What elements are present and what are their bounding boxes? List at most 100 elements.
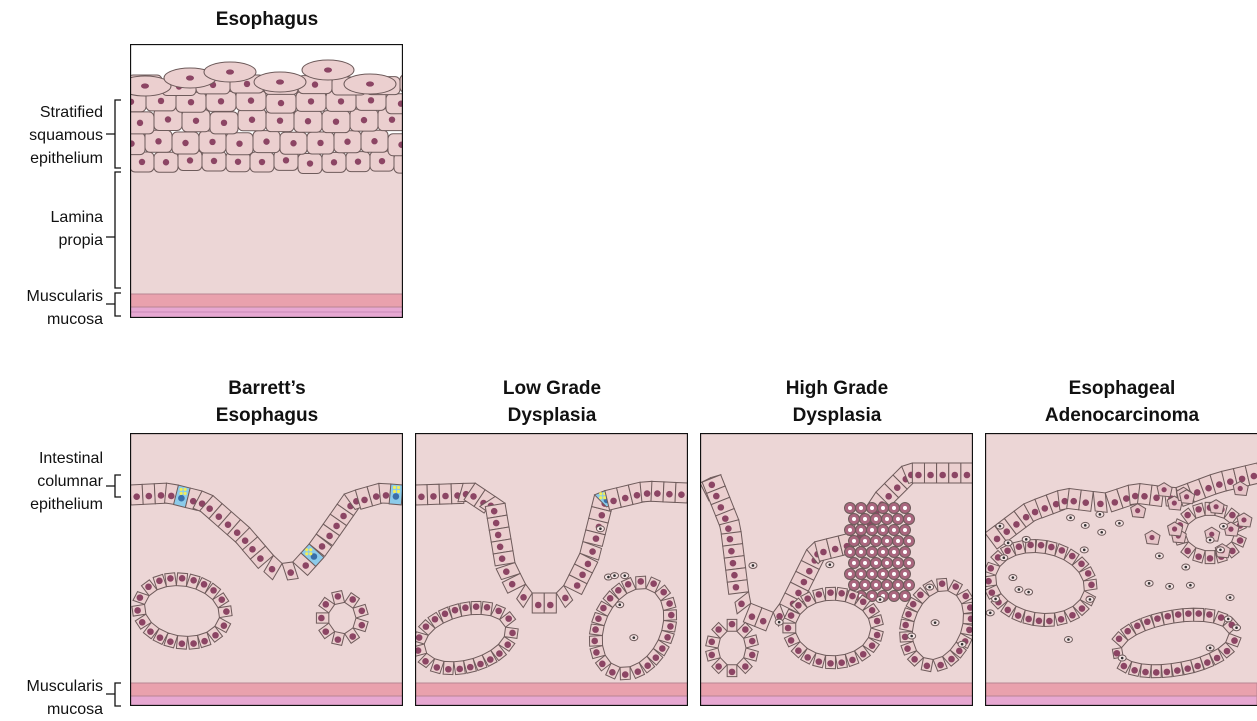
cell-nucleus <box>1002 556 1005 559</box>
cell-nucleus <box>863 583 867 587</box>
cell-nucleus <box>1097 501 1104 508</box>
cell-nucleus <box>874 539 878 543</box>
cell-nucleus <box>896 539 900 543</box>
cell-nucleus <box>852 583 856 587</box>
adenocarcinoma-panel <box>985 433 1257 706</box>
cell-nucleus <box>939 580 946 587</box>
cell-nucleus <box>727 536 734 543</box>
cell-nucleus <box>1118 522 1121 525</box>
cell-nucleus <box>495 532 502 539</box>
cell-nucleus <box>728 548 735 555</box>
cell-nucleus <box>885 517 889 521</box>
mucin-granule <box>179 492 182 495</box>
cell-nucleus <box>713 493 720 500</box>
cell-nucleus <box>633 636 636 639</box>
cell-nucleus <box>881 506 885 510</box>
cell-nucleus <box>1207 555 1214 562</box>
cell-nucleus <box>725 525 732 532</box>
cell-nucleus <box>307 160 313 166</box>
cell-nucleus <box>849 657 856 664</box>
cell-nucleus <box>1025 616 1032 623</box>
cell-nucleus <box>179 575 186 582</box>
cell-nucleus <box>870 572 874 576</box>
cell-nucleus <box>892 594 896 598</box>
cell-nucleus <box>579 571 586 578</box>
cell-nucleus <box>650 580 657 587</box>
cell-nucleus <box>235 159 241 165</box>
cell-nucleus <box>491 508 498 515</box>
cell-nucleus <box>509 630 516 637</box>
cell-nucleus <box>838 659 845 666</box>
cell-nucleus <box>749 652 756 659</box>
mucin-granule <box>397 486 400 489</box>
cell-nucleus <box>349 633 356 640</box>
cell-nucleus <box>1046 618 1053 625</box>
cell-nucleus <box>999 525 1002 528</box>
cell-nucleus <box>167 638 174 645</box>
cell-nucleus <box>509 581 516 588</box>
cell-nucleus <box>379 158 385 164</box>
cell-nucleus <box>287 569 294 576</box>
cell-nucleus <box>442 611 449 618</box>
cell-nucleus <box>928 586 931 589</box>
cell-nucleus <box>927 472 934 479</box>
low-grade-dysplasia-panel <box>415 433 688 706</box>
cell-nucleus <box>903 506 907 510</box>
cell-nucleus <box>1161 487 1166 492</box>
cell-nucleus <box>186 75 194 80</box>
cell-nucleus <box>278 100 284 106</box>
cell-nucleus <box>1141 493 1148 500</box>
cell-nucleus <box>1042 505 1049 512</box>
cell-nucleus <box>849 593 856 600</box>
cell-nucleus <box>263 138 269 144</box>
cell-nucleus <box>964 472 971 479</box>
cell-nucleus <box>318 615 325 622</box>
cell-nucleus <box>456 666 463 673</box>
cell-nucleus <box>804 654 811 661</box>
cell-nucleus <box>503 568 510 575</box>
cell-nucleus <box>1174 667 1181 674</box>
cell-nucleus <box>499 555 506 562</box>
cell-nucleus <box>852 561 856 565</box>
cell-nucleus <box>418 493 425 500</box>
cell-nucleus <box>1213 504 1218 509</box>
cell-nucleus <box>1082 499 1089 506</box>
cell-nucleus <box>221 120 227 126</box>
cell-nucleus <box>729 621 736 628</box>
cell-nucleus <box>493 520 500 527</box>
cell-nucleus <box>249 117 255 123</box>
cell-nucleus <box>236 140 242 146</box>
cell-nucleus <box>366 81 374 86</box>
cell-nucleus <box>1172 500 1177 505</box>
cell-nucleus <box>393 493 400 500</box>
cell-nucleus <box>276 79 284 84</box>
cell-nucleus <box>788 612 795 619</box>
cell-nucleus <box>1016 543 1023 550</box>
cell-nucleus <box>1194 663 1201 670</box>
cell-nucleus <box>249 546 256 553</box>
cell-nucleus <box>495 608 502 615</box>
cell-nucleus <box>1100 531 1103 534</box>
cell-nucleus <box>340 513 347 520</box>
mucin-granule <box>599 496 602 499</box>
cell-nucleus <box>1116 636 1123 643</box>
cell-nucleus <box>623 574 626 577</box>
cell-nucleus <box>1227 618 1230 621</box>
cell-nucleus <box>1219 548 1222 551</box>
cell-nucleus <box>1015 612 1022 619</box>
cell-nucleus <box>892 528 896 532</box>
cell-nucleus <box>634 492 641 499</box>
cell-nucleus <box>165 116 171 122</box>
cell-nucleus <box>804 595 811 602</box>
cell-nucleus <box>870 550 874 554</box>
cell-nucleus <box>733 584 740 591</box>
cell-nucleus <box>221 622 228 629</box>
cell-nucleus <box>729 669 736 676</box>
cell-nucleus <box>1238 486 1243 491</box>
cell-nucleus <box>1235 626 1238 629</box>
cell-nucleus <box>1195 553 1202 560</box>
cell-nucleus <box>467 664 474 671</box>
cell-nucleus <box>218 98 224 104</box>
cell-nucleus <box>848 550 852 554</box>
cell-nucleus <box>168 493 175 500</box>
